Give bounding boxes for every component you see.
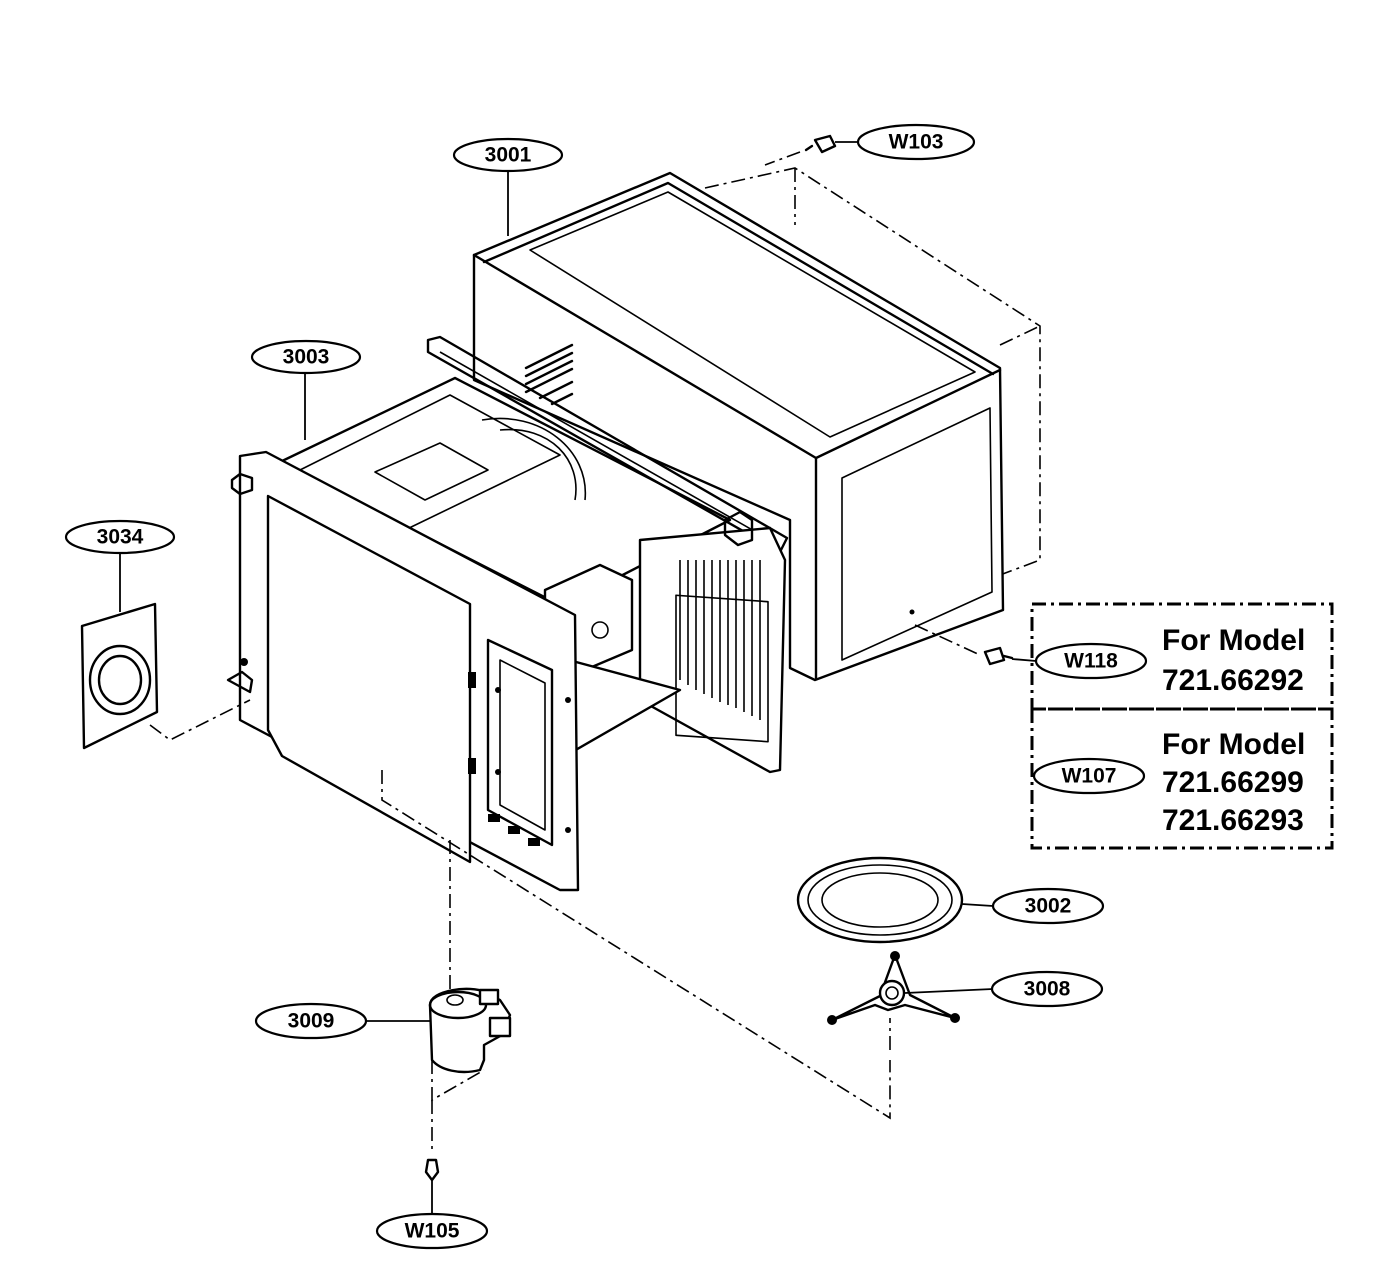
callout-3002: 3002 [991,887,1105,925]
callout-3009: 3009 [254,1002,368,1040]
svg-text:3002: 3002 [1025,895,1072,918]
callout-w105: W105 [375,1212,489,1250]
model-box-2-heading: For Model [1162,728,1305,761]
waveguide-mesh [679,560,761,720]
svg-text:3008: 3008 [1024,978,1071,1001]
roller-guide-part [827,951,960,1025]
outer-cabinet-part [472,167,1041,682]
screw-w105 [424,1100,440,1218]
callout-3003: 3003 [250,339,362,375]
svg-text:W107: W107 [1062,765,1117,788]
callout-w103: W103 [856,123,976,161]
model-box-2: For Model 721.66299 721.66293 [1030,707,1334,850]
svg-text:3003: 3003 [283,346,330,369]
svg-text:W103: W103 [889,131,944,154]
svg-text:W118: W118 [1064,650,1118,673]
svg-text:3001: 3001 [485,144,532,167]
model-box-1-model-1: 721.66292 [1162,664,1304,697]
callout-3001: 3001 [452,137,564,173]
model-box-2-model-1: 721.66299 [1162,766,1304,799]
svg-text:3009: 3009 [288,1010,335,1033]
callout-3008: 3008 [990,970,1104,1008]
screw-w118 [914,624,1014,666]
callout-3034: 3034 [64,519,176,555]
oven-cavity-part [226,335,789,892]
screw-w103 [764,134,837,166]
callout-w118: W118 [1034,642,1148,680]
svg-text:W105: W105 [405,1220,460,1243]
cabinet-vents [524,343,574,406]
glass-tray-part [796,856,964,944]
turntable-motor-part [428,987,512,1102]
callout-w107: W107 [1032,757,1146,795]
svg-text:3034: 3034 [97,526,144,549]
model-box-2-model-2: 721.66293 [1162,804,1304,837]
cover-plate-part [80,602,251,750]
model-box-1-heading: For Model [1162,624,1305,657]
